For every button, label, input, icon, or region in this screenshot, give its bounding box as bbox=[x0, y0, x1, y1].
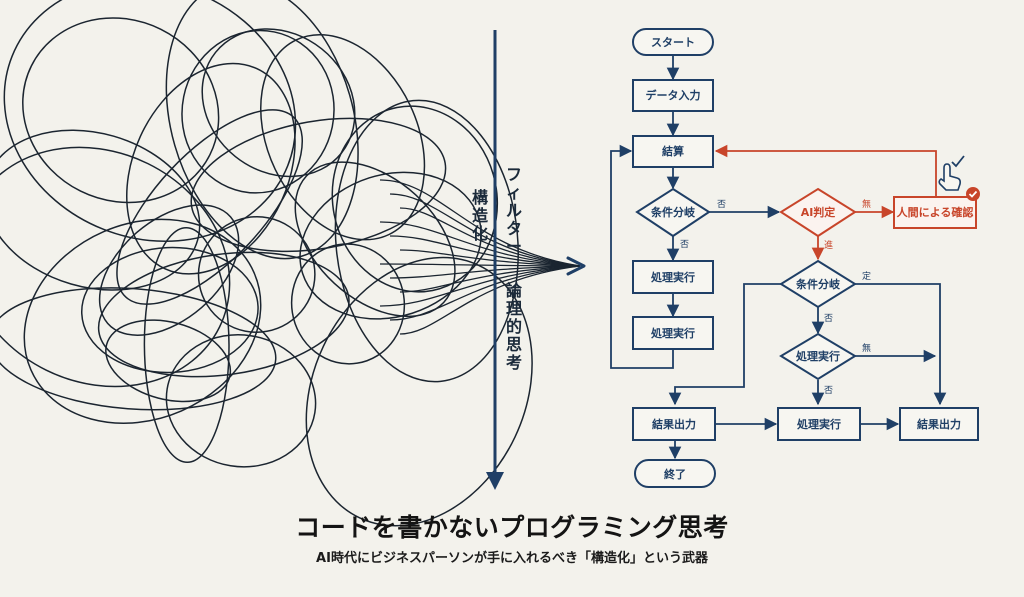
node-human-label: 人間による確認 bbox=[897, 205, 974, 219]
node-cond2-label: 条件分岐 bbox=[795, 277, 841, 291]
strand-line bbox=[399, 265, 581, 293]
structuring-text: 構造化 bbox=[472, 188, 489, 243]
node-result2-label: 結果出力 bbox=[917, 417, 961, 431]
node-ai-label: AI判定 bbox=[801, 205, 836, 219]
strand-line bbox=[389, 193, 581, 267]
strand-line bbox=[389, 265, 581, 279]
node-calc-label: 結算 bbox=[662, 144, 684, 158]
node-data-input-shape bbox=[632, 79, 714, 112]
page-title: コードを書かないプログラミング思考 bbox=[295, 513, 729, 542]
edge-label-cond1-down: 否 bbox=[680, 239, 689, 250]
node-result1-shape bbox=[632, 407, 716, 441]
edge-label-pd-right: 無 bbox=[862, 342, 871, 354]
flowchart: スタート データ入力 結算 条件分岐 処理実行 処理実行 AI判定 人間による確… bbox=[610, 28, 980, 488]
strand-line bbox=[389, 235, 581, 267]
edge-label-cond2-down: 否 bbox=[824, 313, 833, 324]
node-process-diamond-shape bbox=[779, 332, 857, 381]
node-end-shape bbox=[634, 459, 716, 488]
checkmark-icon bbox=[951, 155, 965, 168]
strand-line bbox=[379, 265, 581, 307]
node-process3-shape bbox=[777, 407, 861, 441]
filter-label: フィルター bbox=[506, 165, 522, 256]
scribble-loop bbox=[299, 171, 482, 320]
check-badge-icon bbox=[966, 187, 980, 201]
scribble-loop bbox=[294, 161, 456, 318]
scribble-loop bbox=[290, 243, 406, 365]
scribble-loop bbox=[165, 334, 317, 468]
node-end-label: 終了 bbox=[664, 467, 686, 481]
scribble-loop bbox=[0, 146, 231, 388]
edge-cond2-to-result1 bbox=[668, 283, 781, 406]
strand-line bbox=[379, 221, 581, 267]
scribble-loop bbox=[105, 319, 232, 403]
node-process3-label: 処理実行 bbox=[796, 417, 841, 431]
caption: コードを書かないプログラミング思考 AI時代にビジネスパーソンが手に入れるべき「… bbox=[0, 510, 1024, 568]
edge-loop-back bbox=[610, 144, 674, 369]
node-cond1-label: 条件分岐 bbox=[650, 205, 696, 219]
scribble-loop bbox=[97, 251, 350, 378]
node-start-label: スタート bbox=[651, 36, 695, 49]
node-process1-label: 処理実行 bbox=[650, 270, 695, 284]
structuring-label: 構造化 bbox=[472, 188, 489, 243]
funnel-arrow bbox=[566, 256, 586, 276]
edge-label-cond2-right: 定 bbox=[862, 270, 871, 282]
scribble-loop bbox=[126, 62, 296, 275]
tangled-thought-scribble bbox=[0, 0, 533, 527]
page-subtitle: AI時代にビジネスパーソンが手に入れるべき「構造化」という武器 bbox=[316, 551, 708, 566]
node-result2-shape bbox=[899, 407, 979, 441]
logical-thinking-label: 論理的思考 bbox=[506, 281, 523, 372]
node-data-input-label: データ入力 bbox=[646, 88, 701, 102]
scribble-loop bbox=[143, 226, 230, 464]
strand-line bbox=[379, 263, 581, 267]
scribble-loop bbox=[0, 129, 201, 291]
filter-text: フィルター bbox=[506, 165, 522, 256]
edge-label-cond1-right: 否 bbox=[717, 199, 726, 210]
node-human-shape bbox=[893, 196, 977, 229]
node-process-diamond-label: 処理実行 bbox=[795, 349, 840, 363]
converging-strands bbox=[379, 179, 581, 335]
edge-label-ai-down: 進 bbox=[824, 239, 833, 251]
node-result1-label: 結果出力 bbox=[652, 417, 696, 431]
edge-human-to-calc bbox=[714, 144, 937, 196]
node-process1-shape bbox=[632, 260, 714, 294]
scribble-loop bbox=[23, 218, 262, 424]
node-cond1-shape bbox=[635, 187, 711, 238]
edge-label-pd-down: 否 bbox=[824, 385, 833, 396]
scribble-loop bbox=[334, 99, 519, 383]
scribble-loop bbox=[165, 0, 359, 260]
node-ai-shape bbox=[779, 187, 857, 238]
node-process2-label: 処理実行 bbox=[650, 326, 695, 340]
hand-pointer-icon bbox=[938, 163, 961, 191]
node-start-shape bbox=[632, 28, 714, 56]
strand-line bbox=[399, 265, 581, 335]
node-cond2-shape bbox=[779, 259, 857, 309]
edge-cond2-to-result2 bbox=[855, 283, 947, 406]
node-calc-shape bbox=[632, 135, 714, 168]
scribble-loop bbox=[0, 287, 277, 411]
scribble-loop bbox=[201, 28, 356, 178]
strand-line bbox=[399, 207, 581, 267]
scribble-loop bbox=[3, 0, 297, 242]
strand-line bbox=[379, 179, 581, 267]
strand-line bbox=[389, 265, 581, 321]
scribble-loop bbox=[22, 17, 220, 204]
logical-thinking-text: 論理的思考 bbox=[506, 281, 523, 372]
scribble-loop bbox=[181, 29, 335, 194]
strand-line bbox=[399, 249, 581, 267]
filter-line bbox=[486, 30, 504, 490]
scribble-loop bbox=[116, 109, 304, 305]
scribble-loop bbox=[98, 204, 240, 336]
edge-label-ai-right: 無 bbox=[862, 198, 871, 210]
node-process2-shape bbox=[632, 316, 714, 350]
